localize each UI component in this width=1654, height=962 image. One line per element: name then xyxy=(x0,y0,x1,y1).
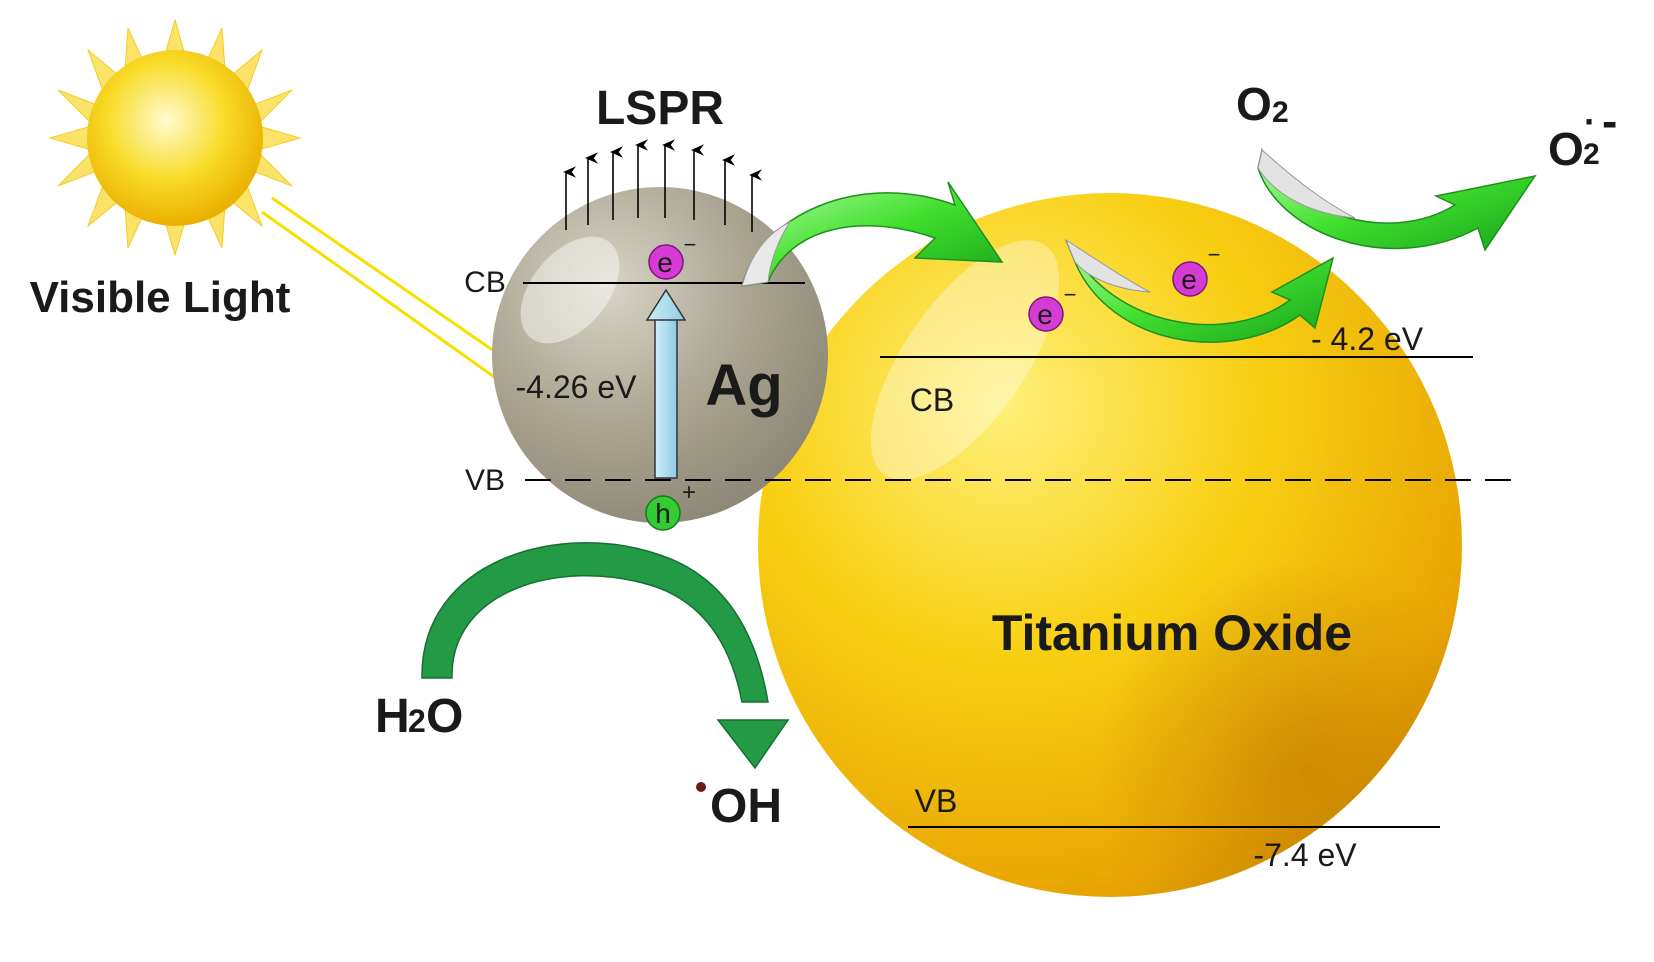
svg-text:e: e xyxy=(1181,264,1197,295)
tio2-electron-1: e − xyxy=(1028,282,1077,332)
ag-highlight xyxy=(520,236,620,344)
svg-text:H: H xyxy=(375,690,410,743)
svg-text:2: 2 xyxy=(1272,96,1289,129)
superoxide-label: O 2 · - xyxy=(1548,95,1617,175)
sun-core xyxy=(87,50,263,226)
ag-cb-label: CB xyxy=(464,266,506,299)
tio2-cb-label: CB xyxy=(910,382,954,418)
cb-electron-migration-arrow xyxy=(1064,238,1335,343)
svg-text:·: · xyxy=(1584,101,1596,142)
radical-dot xyxy=(696,782,706,792)
tio2-electron-2: e − xyxy=(1172,242,1221,297)
svg-text:e: e xyxy=(1037,299,1053,330)
water-oxidation-arrow xyxy=(421,542,790,770)
svg-text:O: O xyxy=(426,690,463,743)
o2-label: O 2 xyxy=(1236,78,1289,130)
svg-text:e: e xyxy=(657,247,673,278)
tio2-highlight xyxy=(870,240,1060,480)
svg-text:-: - xyxy=(1602,95,1617,147)
electron-transfer-arrow xyxy=(740,181,1004,287)
ag-electron: e − xyxy=(648,232,697,280)
hole: h + xyxy=(645,479,696,531)
ag-label: Ag xyxy=(705,353,782,418)
svg-text:−: − xyxy=(1208,242,1221,267)
lspr-arrows xyxy=(563,139,763,232)
tio2-cb-energy-label: - 4.2 eV xyxy=(1311,321,1424,357)
ag-vb-label: VB xyxy=(465,464,505,497)
sun-icon xyxy=(48,18,302,257)
oxygen-reduction-arrow xyxy=(1257,147,1537,252)
water-label: H 2 O xyxy=(375,690,463,743)
hydroxyl-radical-label: OH xyxy=(696,780,782,833)
svg-text:−: − xyxy=(1064,282,1077,307)
excitation-arrow xyxy=(645,288,687,479)
lspr-label: LSPR xyxy=(596,82,724,135)
titanium-oxide-label: Titanium Oxide xyxy=(992,605,1352,661)
visible-light-label: Visible Light xyxy=(30,273,291,322)
svg-text:O: O xyxy=(1236,78,1272,130)
svg-text:OH: OH xyxy=(710,780,782,833)
tio2-vb-energy-label: -7.4 eV xyxy=(1253,837,1357,873)
svg-text:2: 2 xyxy=(408,703,426,739)
svg-text:−: − xyxy=(684,232,697,257)
svg-text:+: + xyxy=(682,479,696,506)
svg-text:O: O xyxy=(1548,123,1584,175)
tio2-vb-label: VB xyxy=(915,783,958,819)
ag-energy-label: -4.26 eV xyxy=(516,369,638,405)
svg-text:2: 2 xyxy=(1583,138,1600,171)
titanium-oxide-sphere xyxy=(758,193,1462,897)
svg-text:h: h xyxy=(655,498,671,529)
